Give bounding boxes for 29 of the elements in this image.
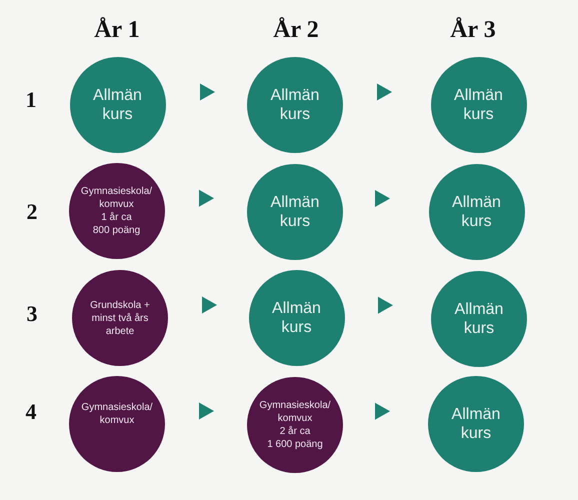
row-number: 3 [26,302,38,326]
column-heading: År 3 [449,16,497,44]
circle-text: Allmän kurs [270,86,320,124]
circle-text: Allmän kurs [450,405,502,443]
row-number: 4 [24,400,38,424]
circle-text: Allmän kurs [453,86,504,124]
circle-text: Allmän kurs [270,192,320,230]
arrow [199,402,214,420]
column-heading: År 2 [272,16,320,44]
arrow [378,296,393,314]
row-number: 1 [24,88,38,112]
circle-text: Allmän kurs [92,86,143,124]
arrow [377,84,392,100]
circle-text: Grundskola + minst två års arbete [89,298,151,338]
circle-text: Allmän kurs [271,299,322,337]
arrow [375,190,390,207]
circle-text: Gymnasieskola/ komvux [80,185,154,211]
circle-text: Allmän kurs [454,300,504,338]
circle-text: 1 år ca 800 poäng [92,211,141,237]
arrow [202,296,217,314]
arrow [375,402,390,420]
row-number: 2 [26,200,38,224]
arrow [199,190,214,207]
circle-text: Gymnasieskola/ komvux [258,398,332,424]
circle-text: 2 år ca 1 600 poäng [266,424,324,450]
circle-text: Gymnasieskola/ komvux [80,400,154,426]
column-heading: År 1 [93,16,141,44]
arrow [200,84,215,100]
circle-text: Allmän kurs [451,192,502,230]
